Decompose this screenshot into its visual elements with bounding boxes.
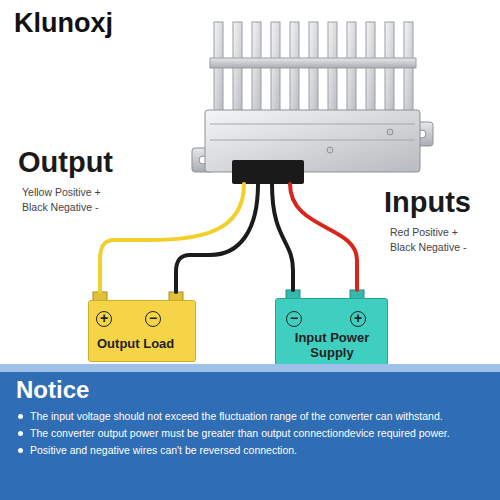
yellow-wire — [100, 184, 244, 292]
brand-name: Klunoxj — [14, 8, 113, 39]
notice-band: NoticeThe input voltage should not excee… — [0, 364, 500, 500]
body-groove — [210, 124, 415, 125]
box-label: Input Power Supply — [284, 331, 380, 361]
wire-note: Black Negative - — [22, 201, 98, 213]
notice-heading: Notice — [16, 376, 89, 404]
bullet-dot — [18, 414, 23, 419]
heatsink — [192, 22, 433, 172]
red-wire — [290, 184, 357, 290]
body-screw — [327, 147, 333, 153]
notice-item: Positive and negative wires can't be rev… — [30, 444, 492, 456]
notice-item: The converter output power must be great… — [30, 427, 492, 439]
wire-connector — [232, 160, 304, 184]
fin-crossbar — [210, 58, 416, 68]
wire-note: Black Negative - — [390, 241, 466, 253]
body-screw — [387, 129, 393, 135]
wire-note: Red Positive + — [390, 226, 458, 238]
wires — [100, 184, 357, 292]
wire-note: Yellow Positive + — [22, 186, 101, 198]
black-wire — [272, 184, 293, 290]
bullet-dot — [18, 431, 23, 436]
section-heading: Inputs — [384, 186, 471, 219]
box-label: Output Load — [97, 337, 174, 352]
polarity-symbol: − — [286, 311, 302, 327]
notice-item: The input voltage should not exceed the … — [30, 410, 492, 422]
polarity-symbol: − — [145, 311, 161, 327]
section-heading: Output — [18, 146, 113, 179]
polarity-symbol: + — [350, 311, 366, 327]
output-load-box: + − Output Load — [88, 300, 196, 362]
polarity-symbol: + — [96, 311, 112, 327]
body-groove — [210, 140, 415, 141]
black-wire — [176, 184, 258, 292]
bullet-dot — [18, 448, 23, 453]
input-supply-box: − + Input Power Supply — [275, 298, 388, 369]
